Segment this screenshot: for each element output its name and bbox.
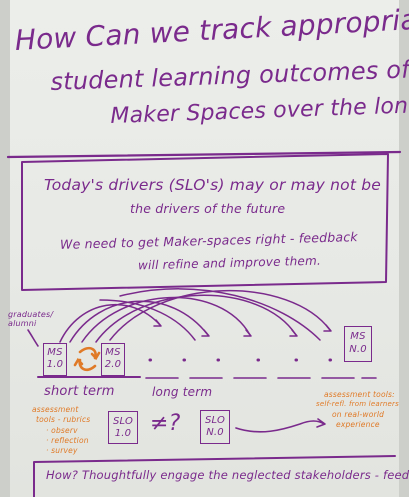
orange-note-right-4: experience — [336, 420, 380, 429]
ms-1-box: MS 1.0 — [43, 343, 67, 376]
paper-edge-right — [399, 0, 409, 497]
long-term-label: long term — [152, 385, 213, 399]
orange-note-left-4: · reflection — [46, 436, 89, 445]
box-line-2: the drivers of the future — [130, 201, 286, 216]
box-line-1: Today's drivers (SLO's) may or may not b… — [44, 176, 382, 194]
orange-note-left-1: assessment — [32, 405, 79, 414]
short-term-label: short term — [44, 384, 115, 399]
divider-line — [6, 150, 402, 159]
slo-n-box: SLO N.0 — [200, 410, 230, 444]
paper-edge-left — [0, 0, 10, 497]
bottom-how-text: How? Thoughtfully engage the neglected s… — [46, 468, 409, 482]
orange-note-left-2: tools - rubrics — [36, 415, 91, 424]
slo-arrow — [235, 420, 325, 433]
not-equal-sign: ≠? — [150, 411, 181, 436]
ms-2-box: MS 2.0 — [101, 343, 125, 376]
statement-box-outline — [21, 153, 389, 291]
graduates-alumni-label: graduates/ alumni — [8, 310, 54, 328]
orange-note-left-3: · observ — [46, 426, 78, 435]
orange-note-left-5: · survey — [46, 446, 78, 455]
alumni-arrow — [27, 329, 39, 347]
orange-note-right-3: on real-world — [332, 410, 385, 419]
cycle-arrow-icon — [78, 346, 97, 372]
ms-n-box: MS N.0 — [344, 326, 372, 362]
slo-1-box: SLO 1.0 — [108, 411, 138, 444]
orange-note-right-1: assessment tools: — [324, 390, 395, 399]
orange-note-right-2: self-refl. from learners — [316, 400, 399, 408]
